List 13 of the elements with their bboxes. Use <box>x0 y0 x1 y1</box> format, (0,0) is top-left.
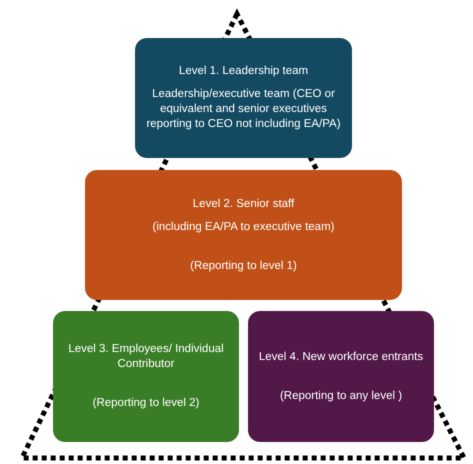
level-title: Level 2. Senior staff <box>192 196 294 212</box>
level-description: Leadership/executive team (CEO or equivalent and senior executives reporting to CEO not including EA/PA) <box>145 87 342 132</box>
level-description: (Reporting to level 1) <box>190 258 297 274</box>
level-box <box>248 311 434 442</box>
level-box <box>53 311 239 442</box>
level-title: Level 3. Employees/ Individual Contributor <box>67 342 225 372</box>
level-description: (including EA/PA to executive team) <box>152 220 334 234</box>
level-title: Level 4. New workforce entrants <box>258 350 424 364</box>
level-box <box>135 38 352 158</box>
level-title: Level 1. Leadership team <box>178 64 308 79</box>
level-description: (Reporting to level 2) <box>92 396 200 411</box>
level-description: (Reporting to any level ) <box>280 388 402 404</box>
level-box <box>85 170 402 300</box>
